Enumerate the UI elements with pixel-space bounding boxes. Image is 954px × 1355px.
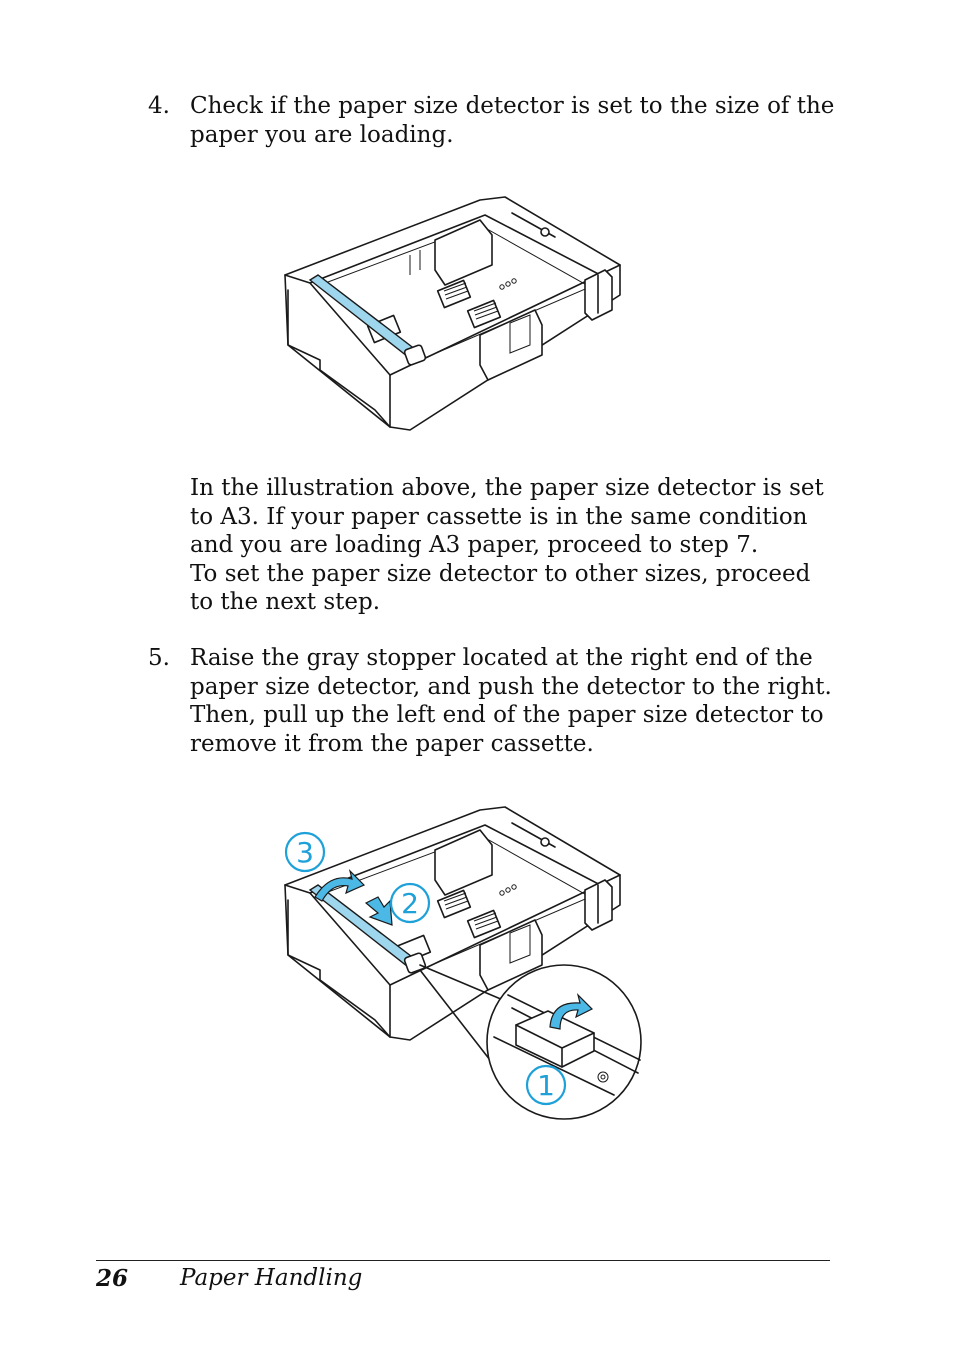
page-number: 26 — [96, 1265, 129, 1292]
svg-text:1: 1 — [537, 1069, 555, 1102]
callout-3: 3 — [284, 831, 326, 873]
paper-cassette-illustration-a3 — [284, 196, 621, 431]
step-number: 4. — [148, 93, 170, 119]
footer-rule — [96, 1260, 830, 1261]
callout-1: 1 — [525, 1064, 567, 1106]
detector-removal-illustration: 3 2 1 — [284, 806, 642, 1120]
step-text: Check if the paper size detector is set … — [190, 93, 835, 148]
step-4: 4. Check if the paper size detector is s… — [148, 92, 838, 149]
note-line-1: In the illustration above, the paper siz… — [190, 475, 824, 558]
step-5: 5. Raise the gray stopper located at the… — [148, 644, 838, 758]
note-line-2: To set the paper size detector to other … — [190, 560, 811, 616]
step-text: Raise the gray stopper located at the ri… — [190, 645, 832, 757]
note-paragraph: In the illustration above, the paper siz… — [190, 474, 840, 617]
svg-text:2: 2 — [401, 887, 419, 920]
step-number: 5. — [148, 645, 170, 671]
callout-2: 2 — [389, 882, 431, 924]
section-title: Paper Handling — [180, 1265, 363, 1291]
svg-text:3: 3 — [296, 836, 314, 869]
